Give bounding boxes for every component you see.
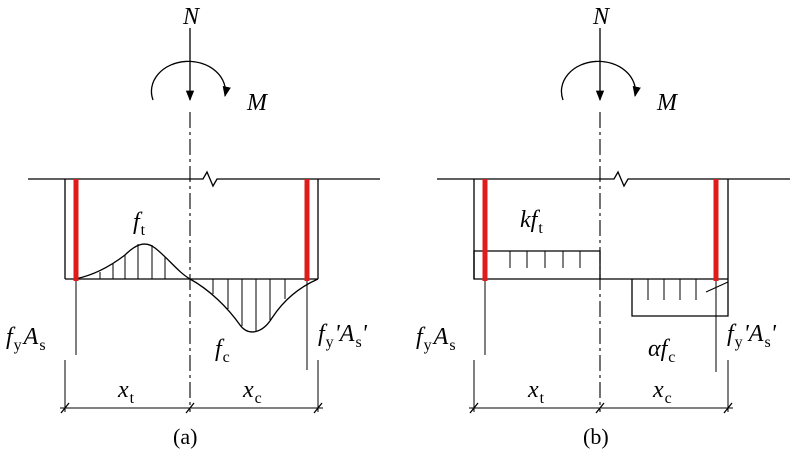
compression-steel-force-label: fy'As' <box>727 321 777 351</box>
dim-tick <box>595 402 605 414</box>
tension-hatching <box>99 244 166 279</box>
dim-tick <box>313 402 323 414</box>
panel-b: N M kft αfc <box>416 4 790 449</box>
moment-arrow <box>560 60 641 101</box>
dim-tick <box>60 402 70 414</box>
compression-stress-curve <box>189 278 319 333</box>
xc-label: xc <box>242 377 262 407</box>
tension-stress-curve <box>74 243 191 280</box>
moment-label: M <box>656 90 679 116</box>
compression-stress-block <box>631 279 729 317</box>
section-top-line <box>437 170 790 188</box>
dim-tick <box>185 402 195 414</box>
axial-force-label: N <box>592 4 611 30</box>
kft-label: kft <box>520 207 543 237</box>
caption-b: (b) <box>583 424 609 449</box>
xc-label: xc <box>652 377 672 407</box>
fc-label: fc <box>215 336 230 366</box>
tension-hatching <box>509 251 581 268</box>
compression-hatching <box>212 279 286 332</box>
xt-label: xt <box>527 377 545 407</box>
alpha-fc-label: αfc <box>648 336 675 366</box>
dim-tick <box>469 402 479 414</box>
tension-steel-force-label: fyAs <box>416 324 456 354</box>
tension-steel-force-label: fyAs <box>6 324 46 354</box>
compression-hatching <box>647 279 729 300</box>
panel-a: N M ft fc <box>6 4 380 449</box>
moment-label: M <box>246 90 269 116</box>
ft-label: ft <box>133 209 146 239</box>
caption-a: (a) <box>173 424 197 449</box>
moment-arrow <box>150 60 231 101</box>
dim-tick <box>723 402 733 414</box>
compression-steel-force-label: fy'As' <box>318 321 368 351</box>
axial-force-label: N <box>182 4 201 30</box>
xt-label: xt <box>117 377 135 407</box>
section-top-line <box>28 170 380 188</box>
tension-stress-block <box>473 250 601 280</box>
